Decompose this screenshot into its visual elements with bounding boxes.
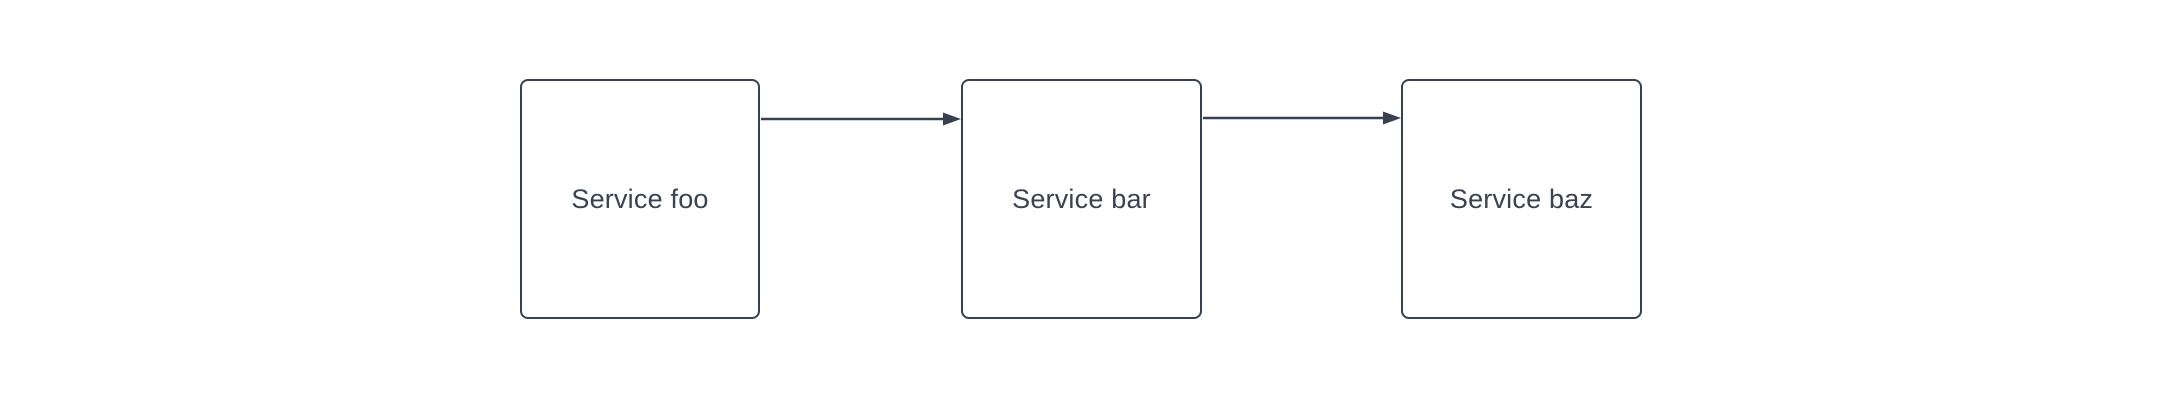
arrow-foo-to-bar — [761, 112, 961, 126]
arrow-foo-to-bar-head-icon — [943, 112, 961, 126]
node-service-foo: Service foo — [520, 79, 760, 319]
node-service-bar: Service bar — [961, 79, 1202, 319]
node-service-bar-label: Service bar — [1012, 183, 1151, 214]
node-service-baz-label: Service baz — [1449, 183, 1594, 214]
node-service-foo-label: Service foo — [571, 183, 709, 214]
arrow-bar-to-baz — [1203, 111, 1401, 125]
arrow-bar-to-baz-head-icon — [1383, 111, 1401, 125]
node-service-baz: Service baz — [1401, 79, 1642, 319]
